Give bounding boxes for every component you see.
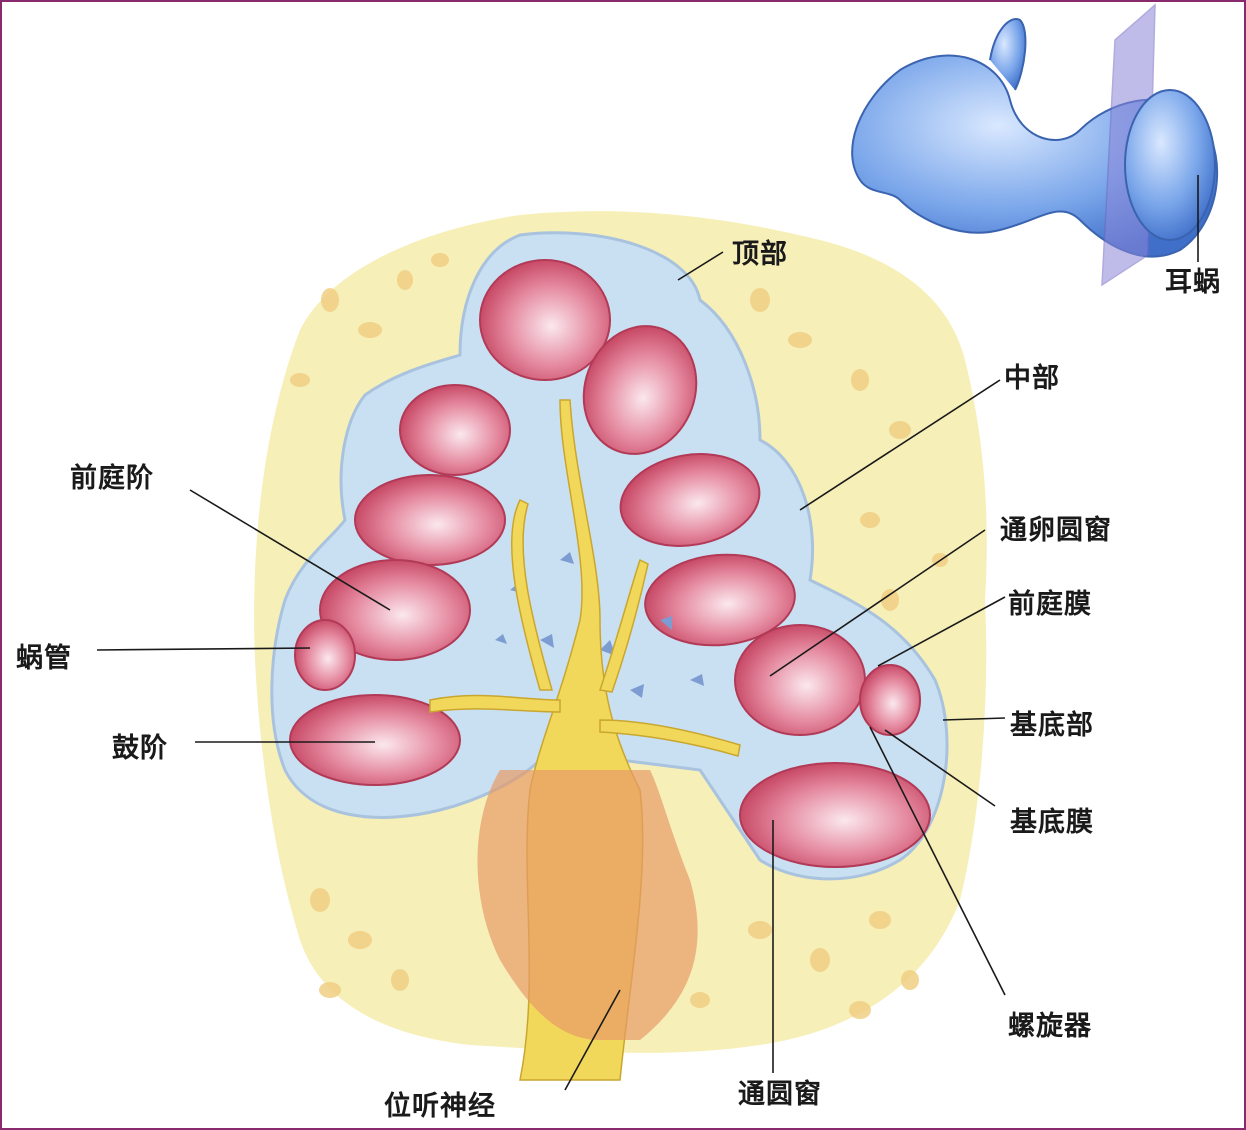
label-scala-tympani: 鼓阶 — [112, 733, 168, 764]
bone-spots — [290, 253, 948, 1019]
label-middle-turn: 中部 — [1004, 363, 1060, 394]
inner-ear-inset — [851, 3, 1219, 287]
leader-lines — [96, 175, 1199, 1091]
label-scala-vestibuli: 前庭阶 — [70, 463, 154, 494]
label-apex: 顶部 — [732, 239, 788, 270]
cochlear-chambers — [289, 259, 931, 868]
label-vestibular-membrane: 前庭膜 — [1008, 589, 1092, 620]
label-oval-window: 通卵圆窗 — [1000, 515, 1112, 546]
label-cochlear-duct: 蜗管 — [16, 643, 72, 674]
nerve-root-tissue — [477, 770, 698, 1040]
label-basilar-membrane: 基底膜 — [1010, 807, 1094, 838]
label-basal-turn: 基底部 — [1010, 710, 1094, 741]
label-cochlea: 耳蜗 — [1165, 267, 1221, 298]
label-cochlear-nerve: 位听神经 — [384, 1091, 496, 1122]
label-spiral-organ: 螺旋器 — [1008, 1011, 1092, 1042]
label-round-window: 通圆窗 — [738, 1079, 822, 1110]
